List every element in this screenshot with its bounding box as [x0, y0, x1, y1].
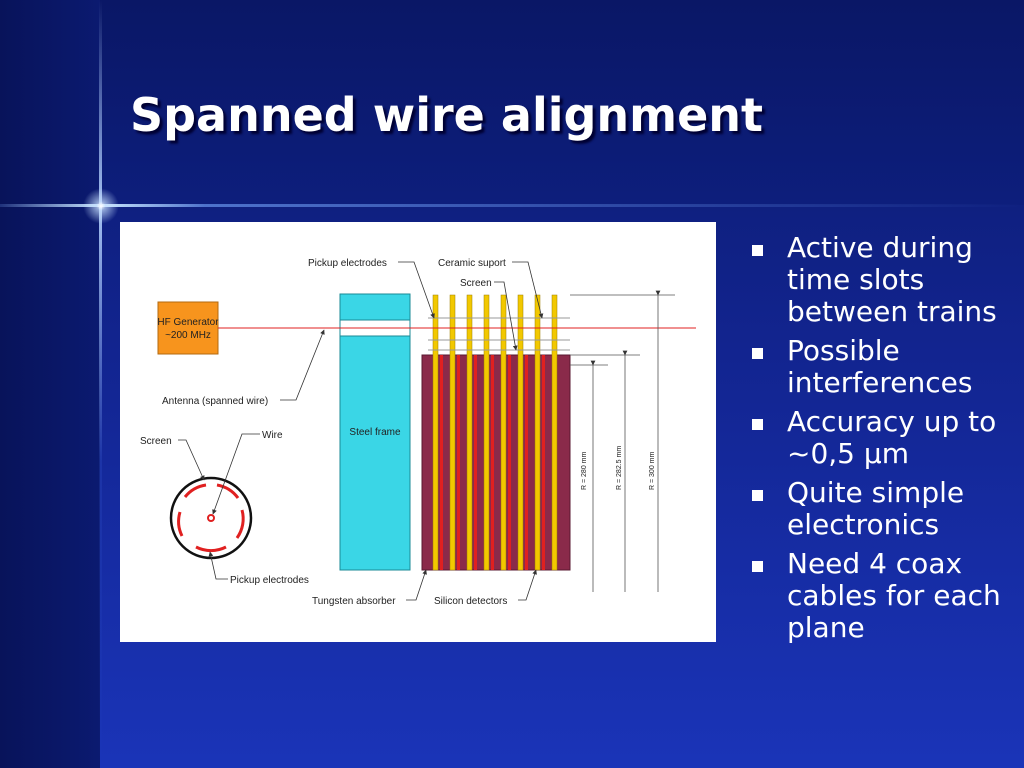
- silicon-detector: [449, 294, 456, 571]
- silicon-detector: [432, 294, 439, 571]
- tungsten-absorber-label: Tungsten absorber: [312, 596, 396, 607]
- square-bullet-icon: [752, 245, 763, 256]
- antenna-leader: [280, 329, 325, 401]
- wire-leader: [212, 433, 260, 515]
- tungsten-absorber: [421, 354, 571, 571]
- screen-left-leader: [178, 439, 205, 481]
- bullet-item: Active during time slots between trains: [748, 232, 1018, 328]
- bullet-list: Active during time slots between trains …: [748, 232, 1018, 651]
- radius-300-label: R = 300 mm: [649, 452, 656, 490]
- bullet-item: Quite simple electronics: [748, 477, 1018, 541]
- tungsten-absorber-leader: [406, 569, 427, 601]
- radius-280-label: R = 280 mm: [581, 452, 588, 490]
- sparkle-icon: [80, 185, 122, 227]
- silicon-detectors: [432, 294, 558, 571]
- cross-section: [169, 476, 253, 560]
- ceramic-suport-label: Ceramic suport: [438, 258, 506, 269]
- title-band: [0, 0, 1024, 205]
- absorber-red-strips: [440, 355, 545, 570]
- screen-top-label: Screen: [460, 278, 492, 289]
- wire-label: Wire: [262, 430, 283, 441]
- horizontal-glow-line: [0, 204, 1024, 207]
- bullet-item: Need 4 coax cables for each plane: [748, 548, 1018, 644]
- bullet-text: Quite simple electronics: [787, 476, 965, 541]
- left-band: [0, 0, 100, 768]
- steel-frame: [339, 293, 411, 571]
- silicon-detectors-leader: [518, 569, 537, 601]
- silicon-detector: [517, 294, 524, 571]
- bullet-text: Possible interferences: [787, 334, 973, 399]
- silicon-detector: [551, 294, 558, 571]
- diagram-figure: HF Generator ~200 MHz Steel frame: [120, 222, 716, 642]
- silicon-detector: [500, 294, 507, 571]
- pickup-electrodes-bottom-label: Pickup electrodes: [230, 575, 309, 586]
- square-bullet-icon: [752, 561, 763, 572]
- hf-generator-frequency: ~200 MHz: [165, 330, 211, 341]
- silicon-detectors-label: Silicon detectors: [434, 596, 507, 607]
- slide-title: Spanned wire alignment: [130, 88, 764, 142]
- silicon-detector: [534, 294, 541, 571]
- silicon-detector: [483, 294, 490, 571]
- square-bullet-icon: [752, 348, 763, 359]
- radius-282-5-label: R = 282.5 mm: [616, 446, 623, 490]
- square-bullet-icon: [752, 490, 763, 501]
- square-bullet-icon: [752, 419, 763, 430]
- pickup-electrodes-bottom-leader: [208, 551, 228, 580]
- hf-generator-label: HF Generator: [157, 317, 219, 328]
- dimension-lines: [570, 290, 675, 592]
- steel-frame-label: Steel frame: [349, 427, 401, 438]
- bullet-item: Accuracy up to ~0,5 µm: [748, 406, 1018, 470]
- bullet-text: Active during time slots between trains: [787, 231, 997, 328]
- bullet-item: Possible interferences: [748, 335, 1018, 399]
- vertical-glow-line: [99, 0, 102, 768]
- hf-generator-box: [157, 301, 219, 355]
- screen-left-label: Screen: [140, 436, 172, 447]
- pickup-electrodes-top-label: Pickup electrodes: [308, 258, 387, 269]
- bullet-text: Accuracy up to ~0,5 µm: [787, 405, 997, 470]
- diagram-svg: HF Generator ~200 MHz Steel frame: [140, 258, 696, 607]
- bullet-text: Need 4 coax cables for each plane: [787, 547, 1001, 644]
- ceramic-suport-leader: [512, 261, 544, 319]
- pickup-electrodes-top-leader: [398, 261, 435, 319]
- screen-top-leader: [494, 281, 518, 351]
- silicon-detector: [466, 294, 473, 571]
- antenna-label: Antenna (spanned wire): [162, 396, 268, 407]
